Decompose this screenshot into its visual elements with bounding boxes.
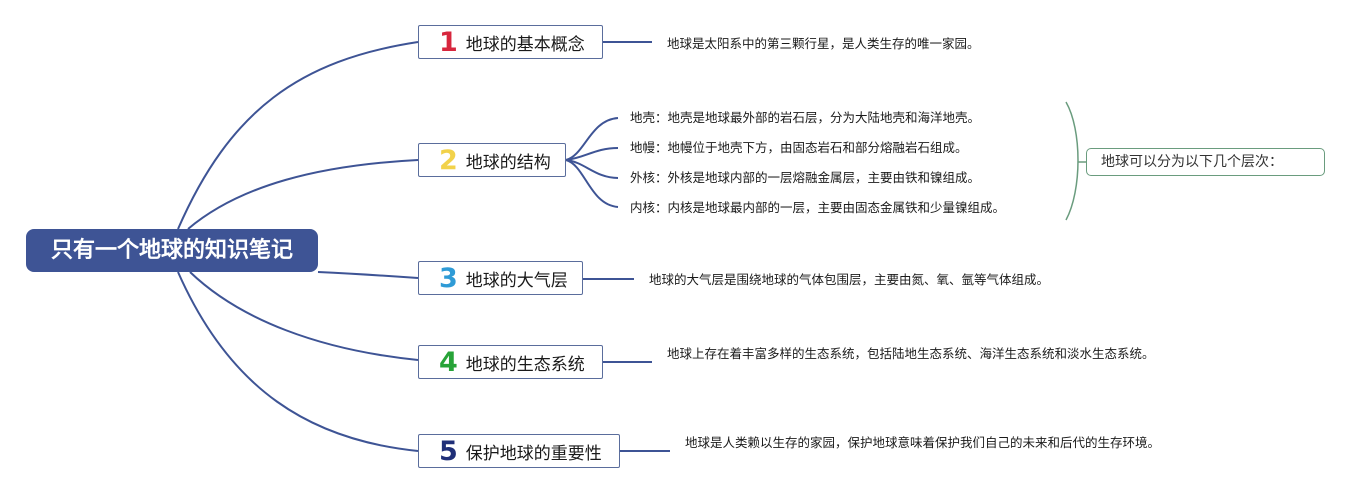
topic-5-detail[interactable]: 地球是人类赖以生存的家园，保护地球意味着保护我们自己的未来和后代的生存环境。 xyxy=(685,435,1161,450)
number-5-icon: 5 xyxy=(439,435,458,467)
topic-2-label: 地球的结构 xyxy=(465,152,551,173)
topic-1[interactable]: 1 地球的基本概念 xyxy=(418,25,603,59)
topic-1-label: 地球的基本概念 xyxy=(465,34,585,55)
topic-3[interactable]: 3 地球的大气层 xyxy=(418,261,583,295)
structure-item-outer-core[interactable]: 外核：外核是地球内部的一层熔融金属层，主要由铁和镍组成。 xyxy=(630,170,981,185)
structure-summary[interactable]: 地球可以分为以下几个层次： xyxy=(1086,148,1325,176)
link-topic-2-item-4 xyxy=(565,159,619,208)
link-topic-2-item-3 xyxy=(565,159,619,179)
number-1-icon: 1 xyxy=(439,26,458,58)
topic-5[interactable]: 5 保护地球的重要性 xyxy=(418,434,620,468)
link-root-topic-5 xyxy=(177,271,419,452)
topic-4[interactable]: 4 地球的生态系统 xyxy=(418,345,603,379)
structure-item-mantle[interactable]: 地幔：地幔位于地壳下方，由固态岩石和部分熔融岩石组成。 xyxy=(630,140,968,155)
topic-4-detail[interactable]: 地球上存在着丰富多样的生态系统，包括陆地生态系统、海洋生态系统和淡水生态系统。 xyxy=(667,346,1155,361)
topic-5-label: 保护地球的重要性 xyxy=(465,443,602,464)
structure-item-inner-core[interactable]: 内核：内核是地球最内部的一层，主要由固态金属铁和少量镍组成。 xyxy=(630,200,1006,215)
link-topic-2-item-2 xyxy=(565,147,619,161)
topic-3-detail[interactable]: 地球的大气层是围绕地球的气体包围层，主要由氮、氧、氩等气体组成。 xyxy=(649,272,1050,287)
number-2-icon: 2 xyxy=(439,144,458,176)
number-3-icon: 3 xyxy=(439,262,458,294)
link-root-topic-4 xyxy=(189,271,419,361)
structure-item-crust[interactable]: 地壳：地壳是地球最外部的岩石层，分为大陆地壳和海洋地壳。 xyxy=(630,110,981,125)
topic-2[interactable]: 2 地球的结构 xyxy=(418,143,566,177)
topic-4-label: 地球的生态系统 xyxy=(465,354,585,375)
link-root-topic-1 xyxy=(177,41,419,230)
link-topic-2-item-1 xyxy=(565,117,619,161)
topic-3-label: 地球的大气层 xyxy=(465,270,568,291)
number-4-icon: 4 xyxy=(439,346,458,378)
summary-brace xyxy=(1065,101,1079,221)
root-topic[interactable]: 只有一个地球的知识笔记 xyxy=(26,229,318,272)
topic-1-detail[interactable]: 地球是太阳系中的第三颗行星，是人类生存的唯一家园。 xyxy=(667,36,980,51)
link-root-topic-3 xyxy=(317,271,419,279)
link-root-topic-2 xyxy=(187,159,419,230)
